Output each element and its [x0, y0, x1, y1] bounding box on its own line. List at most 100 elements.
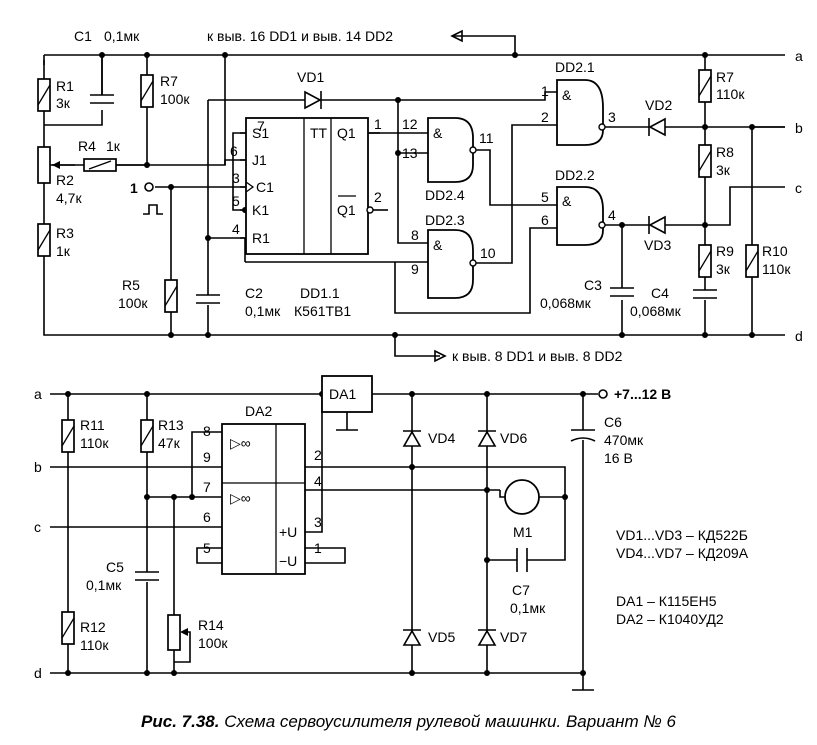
label-VD7: VD7: [500, 629, 527, 645]
value-C1: 0,1мк: [104, 28, 140, 44]
da2-pin9: 9: [203, 449, 211, 465]
dd23-pin10: 10: [480, 245, 496, 261]
legend-vd1-vd3: VD1...VD3 – КД522Б: [616, 527, 748, 543]
label-R7a: R7: [160, 73, 178, 89]
capacitor-C1: [90, 55, 114, 104]
value-R5: 100к: [118, 295, 148, 311]
resistor-R10: [745, 244, 759, 278]
label-R7b: R7: [716, 69, 734, 85]
label-R1: R1: [56, 78, 74, 94]
label-VD4: VD4: [428, 430, 455, 446]
legend-da2: DA2 – К1040УД2: [616, 611, 724, 627]
diode-VD7: [477, 629, 497, 646]
dd24-sym: &: [433, 125, 443, 141]
rail-c2-label: c: [34, 519, 41, 535]
rail-b-label: b: [795, 120, 803, 136]
diode-VD6: [477, 430, 497, 447]
value-R7a: 100к: [160, 91, 190, 107]
capacitor-C6: [570, 429, 596, 442]
label-R9: R9: [716, 243, 734, 259]
gate-dd24: [427, 117, 477, 183]
resistor-R3: [37, 223, 51, 257]
dd23-pin8: 8: [411, 227, 419, 243]
da2-pin1: 1: [314, 540, 322, 556]
value-R14: 100к: [198, 635, 228, 651]
value-C3: 0,068мк: [540, 295, 592, 311]
dd1-num-2: 2: [374, 189, 382, 205]
legend-vd4-vd7: VD4...VD7 – КД209А: [616, 545, 749, 561]
dd1-name: DD1.1: [300, 285, 340, 301]
labels: a b c d a b c d к выв. 16 DD1 и выв. 14 …: [34, 28, 803, 681]
dd1-pin-R1: R1: [252, 230, 270, 246]
ground-note: к выв. 8 DD1 и выв. 8 DD2: [452, 348, 623, 364]
label-C6: C6: [604, 414, 622, 430]
dd24-pin11: 11: [479, 130, 494, 146]
dd1-num-6: 6: [230, 143, 238, 159]
value-R3: 1к: [56, 243, 71, 259]
da2-pin4: 4: [314, 473, 322, 489]
input-terminal: [143, 182, 163, 215]
value-R1: 3к: [56, 95, 71, 111]
label-R12: R12: [80, 619, 106, 635]
dd23-name: DD2.3: [425, 212, 465, 228]
capacitor-C3: [610, 287, 634, 297]
dd23-pin9: 9: [411, 261, 419, 277]
input-number: 1: [130, 180, 138, 196]
value-C2: 0,1мк: [245, 303, 281, 319]
figure-caption: Рис. 7.38. Схема сервоусилителя рулевой …: [0, 712, 817, 732]
label-C5: C5: [106, 559, 124, 575]
label-VD2: VD2: [645, 97, 672, 113]
value-R10: 110к: [762, 261, 791, 277]
dd1-num-7: 7: [257, 118, 265, 134]
dd1-pin-Q1: Q1: [337, 125, 356, 141]
da2-plus-u: +U: [279, 524, 297, 540]
label-R10: R10: [762, 243, 788, 259]
resistor-R13: [140, 419, 154, 453]
da2-pin5: 5: [203, 540, 211, 556]
value-R4: 1к: [106, 138, 121, 154]
dd24-name: DD2.4: [425, 187, 465, 203]
capacitor-C4: [693, 289, 717, 299]
value-C6: 470мк: [604, 432, 644, 448]
label-C3: C3: [584, 277, 602, 293]
capacitor-C7: [516, 548, 528, 572]
da2-opamp1-symbol: ▷∞: [230, 435, 251, 451]
dd1-num-3: 3: [232, 170, 240, 186]
dd1-func: TT: [310, 125, 328, 141]
diode-VD1: [290, 90, 325, 110]
da2-pin6: 6: [203, 509, 211, 525]
dd22-pin5: 5: [541, 189, 549, 205]
dd1-num-5: 5: [232, 193, 240, 209]
capacitor-C5: [135, 571, 159, 581]
resistor-R11: [61, 419, 75, 453]
dd1-pin-S1: S1: [252, 125, 269, 141]
label-R2: R2: [56, 172, 74, 188]
label-C4: C4: [651, 285, 669, 301]
dd21-sym: &: [562, 87, 572, 103]
capacitor-C2: [196, 294, 220, 304]
dd1-pin-Q1bar: Q1: [337, 202, 356, 218]
bottom-junctions: [65, 391, 586, 676]
label-C2: C2: [245, 285, 263, 301]
label-DA1: DA1: [329, 386, 356, 402]
resistor-R7b: [698, 69, 712, 103]
dd24-pin13: 13: [402, 145, 418, 161]
da2-pin3: 3: [314, 514, 322, 530]
dd22-pin6: 6: [541, 212, 549, 228]
resistor-R5: [164, 279, 178, 313]
dd24-pin12: 12: [402, 116, 418, 132]
label-VD5: VD5: [428, 629, 455, 645]
gate-dd22: [556, 186, 606, 246]
dd21-pin1: 1: [541, 83, 549, 99]
rail-a2-label: a: [34, 386, 42, 402]
caption-text: Схема сервоусилителя рулевой машинки. Ва…: [224, 712, 676, 731]
label-R4: R4: [78, 138, 96, 154]
da2-minus-u: −U: [279, 553, 297, 569]
resistor-R8: [698, 144, 712, 178]
value-C4: 0,068мк: [630, 303, 682, 319]
power-label: +7...12 В: [614, 386, 671, 402]
dd1-num-4: 4: [232, 221, 240, 237]
label-R8: R8: [716, 144, 734, 160]
value-R7b: 110к: [716, 86, 745, 102]
value-C5: 0,1мк: [86, 577, 122, 593]
